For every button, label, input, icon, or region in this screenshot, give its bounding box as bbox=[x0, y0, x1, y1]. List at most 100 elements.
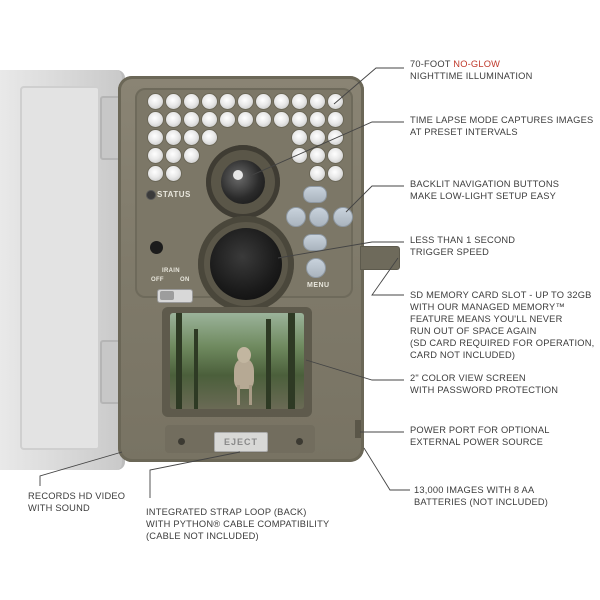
callout-power-port-line1: POWER PORT FOR OPTIONAL bbox=[410, 425, 550, 435]
ir-led bbox=[310, 112, 325, 127]
ir-led bbox=[238, 112, 253, 127]
leader-batteries bbox=[363, 447, 410, 491]
camera-lens bbox=[221, 160, 265, 204]
irain-switch-knob[interactable] bbox=[160, 291, 174, 300]
irain-label: IRAIN bbox=[162, 268, 180, 274]
sd-card-slot[interactable] bbox=[360, 246, 400, 270]
ir-led bbox=[148, 112, 163, 127]
callout-view-screen-line1: 2" COLOR VIEW SCREEN bbox=[410, 373, 526, 383]
microphone bbox=[150, 241, 163, 254]
ir-led bbox=[202, 130, 217, 145]
ir-led bbox=[148, 148, 163, 163]
callout-strap-loop-line3: (CABLE NOT INCLUDED) bbox=[146, 531, 259, 541]
callout-time-lapse-line1: TIME LAPSE MODE CAPTURES IMAGES bbox=[410, 115, 594, 125]
ir-led bbox=[166, 148, 181, 163]
nav-button-down[interactable] bbox=[303, 234, 327, 251]
nav-button-up[interactable] bbox=[303, 186, 327, 203]
nav-button-left[interactable] bbox=[286, 207, 306, 227]
screen-deer-leg bbox=[249, 385, 252, 405]
callout-illumination-prefix: 70-FOOT bbox=[410, 59, 454, 69]
callout-sd-card-line6: CARD NOT INCLUDED) bbox=[410, 350, 516, 360]
ir-led bbox=[292, 94, 307, 109]
ir-led bbox=[256, 94, 271, 109]
callout-view-screen: 2" COLOR VIEW SCREEN WITH PASSWORD PROTE… bbox=[410, 372, 558, 396]
ir-led bbox=[166, 94, 181, 109]
nav-button-ok[interactable] bbox=[309, 207, 329, 227]
callout-sd-card-line4: RUN OUT OF SPACE AGAIN bbox=[410, 326, 537, 336]
ir-led bbox=[202, 94, 217, 109]
ir-led bbox=[310, 166, 325, 181]
ir-led bbox=[328, 130, 343, 145]
ir-led bbox=[328, 94, 343, 109]
ir-led bbox=[328, 166, 343, 181]
ir-led bbox=[166, 166, 181, 181]
callout-batteries-line2: BATTERIES (NOT INCLUDED) bbox=[414, 497, 549, 507]
ir-led bbox=[184, 130, 199, 145]
ir-led bbox=[148, 94, 163, 109]
callout-hd-video-line1: RECORDS HD VIDEO bbox=[28, 491, 126, 501]
callout-time-lapse: TIME LAPSE MODE CAPTURES IMAGES AT PRESE… bbox=[410, 114, 593, 138]
ir-led bbox=[310, 130, 325, 145]
callout-backlit: BACKLIT NAVIGATION BUTTONS MAKE LOW-LIGH… bbox=[410, 178, 559, 202]
callout-sd-card-line5: (SD CARD REQUIRED FOR OPERATION, bbox=[410, 338, 595, 348]
ir-led bbox=[220, 94, 235, 109]
lens-reflection bbox=[233, 170, 243, 180]
callout-batteries: 13,000 IMAGES WITH 8 AA BATTERIES (NOT I… bbox=[414, 484, 548, 508]
ir-led bbox=[274, 112, 289, 127]
nav-button-right[interactable] bbox=[333, 207, 353, 227]
callout-sd-card-line2: WITH OUR MANAGED MEMORY™ bbox=[410, 302, 565, 312]
ir-led bbox=[256, 112, 271, 127]
callout-hd-video: RECORDS HD VIDEO WITH SOUND bbox=[28, 490, 125, 514]
screw bbox=[296, 438, 303, 445]
ir-led bbox=[184, 112, 199, 127]
callout-time-lapse-line2: AT PRESET INTERVALS bbox=[410, 127, 518, 137]
menu-button[interactable] bbox=[306, 258, 326, 278]
callout-trigger-line1: LESS THAN 1 SECOND bbox=[410, 235, 516, 245]
ir-led bbox=[148, 166, 163, 181]
ir-led bbox=[184, 148, 199, 163]
screen-deer-head bbox=[237, 347, 251, 363]
callout-sd-card: SD MEMORY CARD SLOT - UP TO 32GB WITH OU… bbox=[410, 289, 594, 361]
callout-trigger: LESS THAN 1 SECOND TRIGGER SPEED bbox=[410, 234, 515, 258]
screen-deer bbox=[234, 359, 254, 389]
callout-strap-loop-line2: WITH PYTHON® CABLE COMPATIBILITY bbox=[146, 519, 330, 529]
callout-trigger-line2: TRIGGER SPEED bbox=[410, 247, 490, 257]
ir-led bbox=[292, 112, 307, 127]
screen-tree bbox=[176, 313, 182, 409]
callout-illumination-accent: NO-GLOW bbox=[453, 59, 501, 69]
ir-led bbox=[184, 94, 199, 109]
ir-led bbox=[328, 148, 343, 163]
ir-led bbox=[292, 148, 307, 163]
callout-hd-video-line2: WITH SOUND bbox=[28, 503, 90, 513]
screen-tree bbox=[266, 319, 271, 409]
ir-led bbox=[274, 94, 289, 109]
callout-power-port: POWER PORT FOR OPTIONAL EXTERNAL POWER S… bbox=[410, 424, 550, 448]
eject-button[interactable]: EJECT bbox=[214, 432, 268, 452]
ir-led bbox=[166, 130, 181, 145]
callout-illumination: 70-FOOT NO-GLOW NIGHTTIME ILLUMINATION bbox=[410, 58, 533, 82]
callout-batteries-line1: 13,000 IMAGES WITH 8 AA bbox=[414, 485, 535, 495]
switch-off-label: OFF bbox=[151, 277, 164, 283]
status-label: STATUS bbox=[157, 190, 191, 199]
callout-power-port-line2: EXTERNAL POWER SOURCE bbox=[410, 437, 543, 447]
callout-sd-card-line1: SD MEMORY CARD SLOT - UP TO 32GB bbox=[410, 290, 592, 300]
callout-strap-loop: INTEGRATED STRAP LOOP (BACK) WITH PYTHON… bbox=[146, 506, 329, 542]
ir-led bbox=[238, 94, 253, 109]
screw bbox=[178, 438, 185, 445]
status-led bbox=[146, 190, 156, 200]
ir-led bbox=[148, 130, 163, 145]
power-port[interactable] bbox=[355, 420, 361, 438]
ir-led bbox=[310, 94, 325, 109]
callout-view-screen-line2: WITH PASSWORD PROTECTION bbox=[410, 385, 559, 395]
color-view-screen bbox=[170, 313, 304, 409]
callout-backlit-line2: MAKE LOW-LIGHT SETUP EASY bbox=[410, 191, 557, 201]
ir-led bbox=[202, 112, 217, 127]
menu-label: MENU bbox=[307, 282, 330, 289]
screen-tree bbox=[194, 329, 198, 409]
callout-backlit-line1: BACKLIT NAVIGATION BUTTONS bbox=[410, 179, 560, 189]
ir-led bbox=[292, 130, 307, 145]
callout-strap-loop-line1: INTEGRATED STRAP LOOP (BACK) bbox=[146, 507, 307, 517]
ir-led bbox=[310, 148, 325, 163]
pir-motion-sensor bbox=[210, 228, 282, 300]
